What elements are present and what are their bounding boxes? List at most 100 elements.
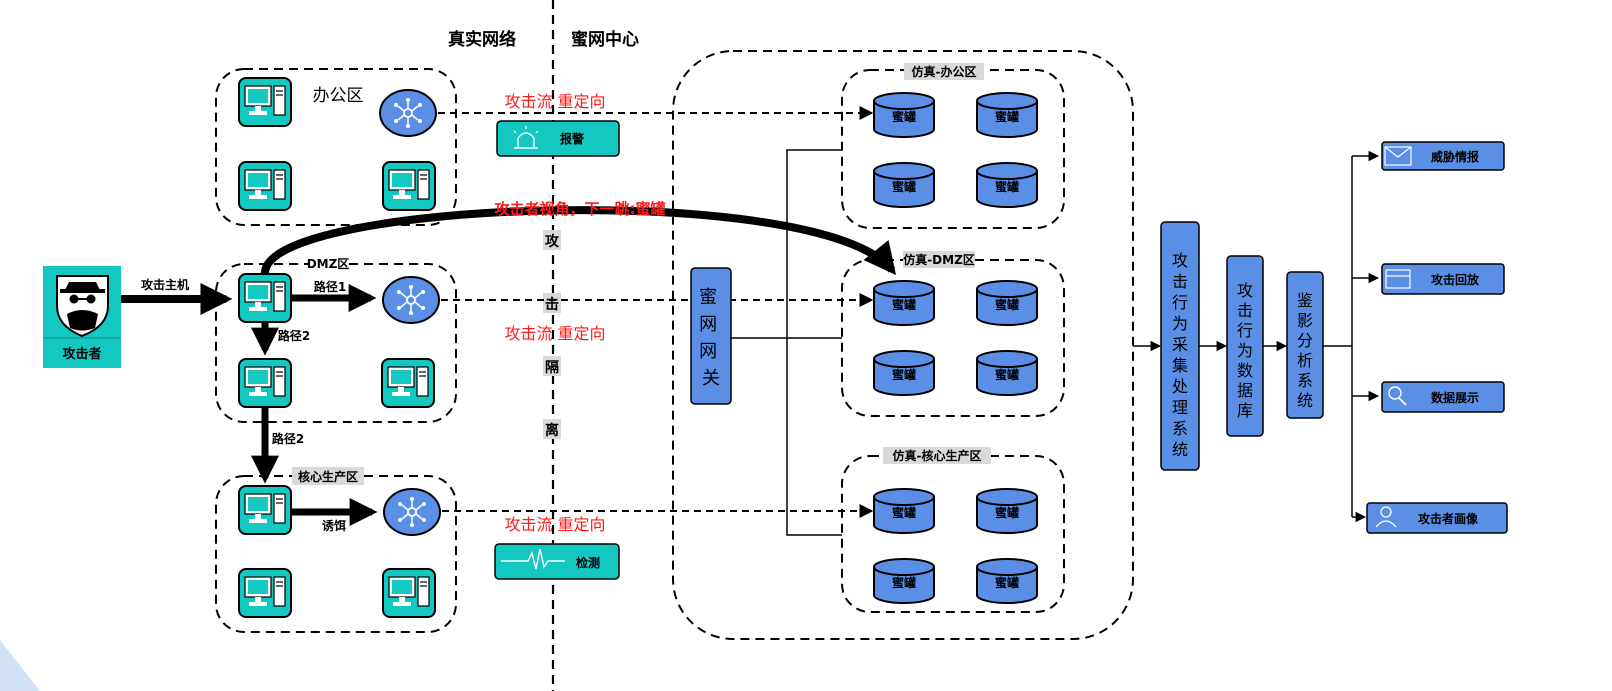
honeypot: 蜜罐 — [873, 350, 935, 396]
gateway-char-1: 蜜 — [699, 287, 717, 308]
honeypot-label: 蜜罐 — [995, 297, 1019, 312]
detect-label: 检测 — [576, 555, 600, 570]
honeynet-center-title: 蜜网中心 — [571, 29, 639, 50]
output-label-3: 数据展示 — [1431, 390, 1479, 405]
office-hub-icon — [379, 89, 437, 137]
core-pc-1-icon — [238, 485, 292, 535]
gateway-label: 蜜 网 网 关 — [699, 287, 723, 389]
output-attacker-profile: 攻击者画像 — [1366, 502, 1508, 534]
dmz-label-bg — [308, 255, 348, 272]
magnifier-icon — [1388, 386, 1402, 400]
redirect-label-2: 攻击流 重定向 — [504, 324, 605, 343]
honeynet-gateway — [690, 267, 732, 405]
honeypot: 蜜罐 — [873, 488, 935, 534]
output-label-4: 攻击者画像 — [1418, 511, 1479, 526]
honeypot-label: 蜜罐 — [892, 179, 916, 194]
honeypot: 蜜罐 — [976, 488, 1038, 534]
attacker-label: 攻击者 — [62, 346, 101, 362]
user-icon — [1380, 506, 1392, 518]
output-connectors — [1323, 156, 1353, 517]
honeypot: 蜜罐 — [976, 558, 1038, 604]
analysis-system — [1286, 271, 1324, 419]
hacker-icon — [56, 275, 109, 338]
attacker-view-label: 攻击者视角，下一跳:蜜罐 — [495, 200, 666, 218]
honeypot: 蜜罐 — [976, 280, 1038, 326]
honeypot: 蜜罐 — [873, 558, 935, 604]
core-pc-2-icon — [238, 568, 292, 618]
bait-label: 诱饵 — [322, 518, 346, 533]
honeypot: 蜜罐 — [873, 162, 935, 208]
detect-device: 检测 — [494, 543, 620, 580]
honeypot-label: 蜜罐 — [892, 297, 916, 312]
honeypot-label: 蜜罐 — [995, 367, 1019, 382]
output-data-display: 数据展示 — [1381, 381, 1505, 413]
honeypots-group: 蜜罐蜜罐蜜罐蜜罐蜜罐蜜罐蜜罐蜜罐蜜罐蜜罐蜜罐蜜罐 — [873, 92, 1038, 604]
analysis-label: 鉴影分析系统 — [1297, 291, 1313, 410]
isolation-char-1: 攻 — [545, 233, 560, 250]
honeypot-label: 蜜罐 — [995, 575, 1019, 590]
core-pc-3-icon — [382, 568, 436, 618]
sim-dmz-label-bg — [903, 251, 975, 268]
isolation-char-3: 隔 — [545, 360, 559, 376]
honeypot: 蜜罐 — [873, 280, 935, 326]
core-label-bg — [292, 467, 364, 485]
output-attack-replay: 攻击回放 — [1381, 263, 1505, 295]
honeypot: 蜜罐 — [873, 92, 935, 138]
sim-core-label-bg — [883, 447, 991, 464]
output-threat-intel: 威胁情报 — [1381, 141, 1505, 171]
sim-office-label: 仿真-办公区 — [912, 64, 977, 79]
gateway-char-4: 关 — [702, 368, 720, 389]
honeypot: 蜜罐 — [976, 162, 1038, 208]
corner-decoration — [0, 640, 40, 691]
dmz-pc-2-icon — [238, 358, 292, 408]
redirect-label-1: 攻击流 重定向 — [504, 92, 605, 111]
output-label-2: 攻击回放 — [1431, 272, 1480, 287]
office-zone — [215, 68, 457, 226]
core-zone-label: 核心生产区 — [298, 469, 358, 484]
alarm-label: 报警 — [560, 131, 584, 146]
collect-label: 攻击行为采集处理系统 — [1172, 251, 1188, 459]
isolation-char-2: 击 — [545, 296, 559, 313]
core-hub-icon — [383, 488, 441, 536]
real-network-title: 真实网络 — [448, 29, 516, 50]
attacker-view-arrow — [261, 206, 897, 275]
sim-dmz-label: 仿真-DMZ区 — [903, 252, 975, 267]
alarm-icon — [513, 126, 539, 149]
mail-icon — [1384, 146, 1412, 166]
dmz-zone-label: DMZ区 — [307, 257, 350, 271]
sim-core-label: 仿真-核心生产区 — [893, 448, 982, 463]
office-pc-3-icon — [382, 161, 436, 211]
office-pc-2-icon — [238, 161, 292, 211]
honeynet-container — [672, 50, 1134, 640]
attack-host-label: 攻击主机 — [141, 277, 189, 292]
path2a-label: 路径2 — [278, 328, 310, 343]
path2b-label: 路径2 — [272, 431, 304, 446]
database-label: 攻击行为数据库 — [1237, 281, 1253, 420]
honeypot-label: 蜜罐 — [892, 575, 916, 590]
office-zone-label: 办公区 — [313, 86, 364, 106]
honeypot-label: 蜜罐 — [892, 109, 916, 124]
replay-icon — [1385, 269, 1411, 289]
gateway-connectors — [731, 149, 842, 536]
honeypot-label: 蜜罐 — [995, 505, 1019, 520]
honeypot-label: 蜜罐 — [892, 367, 916, 382]
redirect-label-3: 攻击流 重定向 — [504, 515, 605, 534]
output-label-1: 威胁情报 — [1431, 149, 1479, 164]
alarm-device: 报警 — [496, 120, 620, 157]
attacker-node: 攻击者 — [43, 266, 121, 368]
gateway-char-2: 网 — [699, 314, 717, 335]
honeypot: 蜜罐 — [976, 92, 1038, 138]
honeypot-label: 蜜罐 — [995, 109, 1019, 124]
pulse-icon — [501, 548, 565, 570]
office-pc-1-icon — [238, 77, 292, 127]
honeypot-label: 蜜罐 — [995, 179, 1019, 194]
honeypot-label: 蜜罐 — [892, 505, 916, 520]
dmz-pc-3-icon — [381, 358, 435, 408]
honeypot: 蜜罐 — [976, 350, 1038, 396]
isolation-column: 攻 击 隔 离 — [543, 230, 561, 439]
isolation-char-4: 离 — [545, 422, 559, 439]
dmz-hub-icon — [382, 276, 440, 324]
sim-office-label-bg — [904, 63, 984, 80]
gateway-char-3: 网 — [699, 341, 717, 362]
